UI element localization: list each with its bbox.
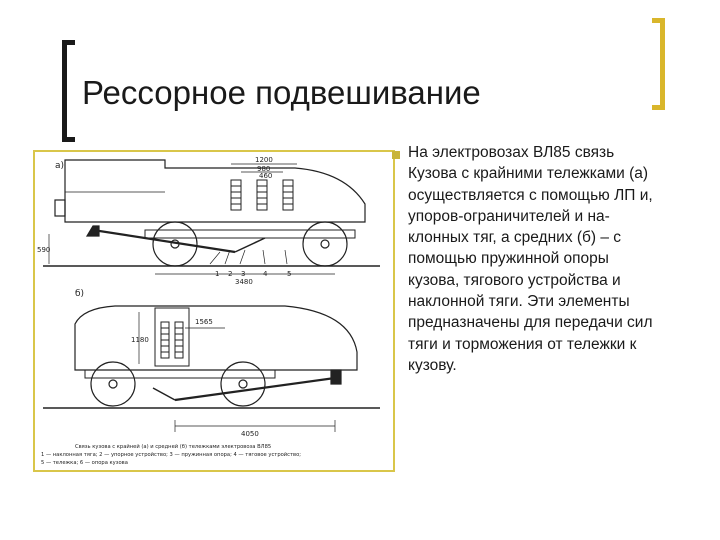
dim-4050: 4050 (241, 430, 259, 438)
part-3: 3 (241, 270, 245, 278)
dim-3480: 3480 (235, 278, 253, 286)
slide-title: Рессорное подвешивание (82, 74, 481, 111)
caption-line-3: 5 — тележка; 6 — опора кузова (41, 460, 128, 466)
dim-980: 980 (257, 165, 270, 173)
dim-1200: 1200 (255, 156, 273, 164)
traction-rod-b (174, 376, 336, 402)
dim-1180: 1180 (131, 336, 149, 344)
suspension-diagram: а) (37, 156, 380, 466)
traction-rod-a (92, 228, 236, 254)
wheel-b1 (90, 361, 136, 407)
bullet-marker (392, 151, 400, 159)
left-bracket-decoration (62, 40, 75, 142)
body-outline-a (64, 159, 366, 223)
right-bracket-decoration (652, 18, 665, 110)
part-1: 1 (215, 270, 219, 278)
body-outline-b (74, 305, 358, 371)
slide-body-text: На электровозах ВЛ85 связь Кузова с край… (408, 144, 653, 374)
label-b: б) (75, 289, 84, 299)
part-5: 5 (287, 270, 291, 278)
dim-1565: 1565 (195, 318, 213, 326)
caption-line-1: Связь кузова с крайней (а) и средней (б)… (75, 443, 271, 450)
dim-460: 460 (259, 172, 272, 180)
wheel-b2 (220, 361, 266, 407)
caption-line-2: 1 — наклонная тяга; 2 — упорное устройст… (41, 451, 301, 458)
technical-drawing: а) (33, 150, 395, 472)
dim-590: 590 (37, 246, 50, 254)
part-4: 4 (263, 270, 268, 278)
part-2: 2 (228, 270, 232, 278)
label-a: а) (55, 161, 64, 171)
wheel-a2 (302, 221, 348, 267)
